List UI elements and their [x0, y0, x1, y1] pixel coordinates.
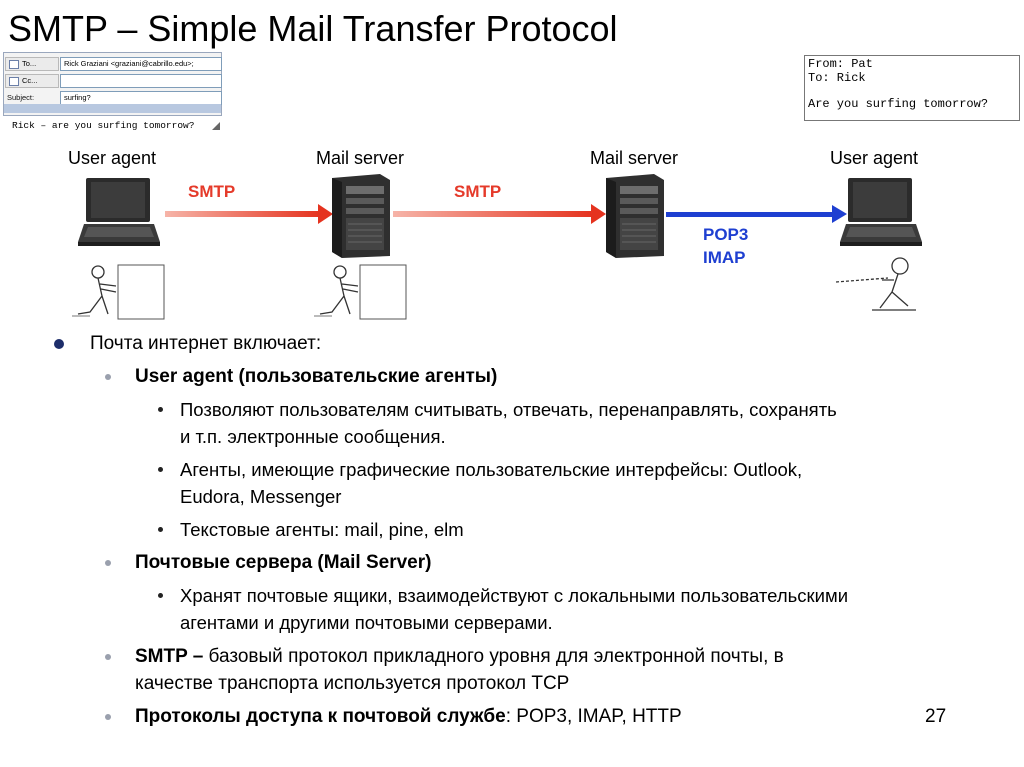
compose-body-text: Rick – are you surfing tomorrow?: [12, 120, 195, 131]
laptop-icon: [78, 178, 160, 246]
bullet-level2: [105, 374, 111, 380]
server-tower-icon: [606, 174, 664, 258]
node-label-user-agent-left: User agent: [68, 148, 157, 168]
bullet-ua-2-line1: Агенты, имеющие графические пользователь…: [180, 459, 803, 480]
bullet-ua-2-line2: Eudora, Messenger: [180, 486, 342, 507]
bullet-level3: [158, 467, 163, 472]
slide-title: SMTP – Simple Mail Transfer Protocol: [8, 8, 618, 49]
cc-label: Cc...: [22, 76, 38, 85]
link-label-pop3: POP3: [703, 225, 749, 244]
subject-value: surfing?: [64, 93, 91, 102]
address-book-icon: [9, 77, 19, 86]
bullet-level3: [158, 407, 163, 412]
node-label-user-agent-right: User agent: [830, 148, 919, 168]
server-tower-icon: [332, 174, 390, 258]
address-book-icon: [9, 60, 19, 69]
bullet-mail-server-heading: Почтовые сервера (Mail Server): [135, 552, 432, 573]
bullet-smtp-line1: SMTP – базовый протокол прикладного уров…: [135, 643, 784, 670]
page-number: 27: [925, 706, 947, 727]
mail-from-line: From: Pat: [808, 57, 873, 71]
bullet-access-rest: : POP3, IMAP, HTTP: [505, 706, 682, 727]
bullet-level3: [158, 593, 163, 598]
link-label-smtp-2: SMTP: [454, 182, 502, 201]
bullet-level2: [105, 560, 111, 566]
bullet-smtp-rest: базовый протокол прикладного уровня для …: [203, 646, 784, 667]
email-compose-window: To... Rick Graziani <graziani@cabrillo.e…: [3, 52, 222, 116]
laptop-icon: [840, 178, 922, 246]
scrollbar-corner-icon: [212, 122, 220, 130]
bullet-ua-1-line2: и т.п. электронные сообщения.: [180, 426, 446, 447]
person-pulling-rope-icon: [835, 257, 916, 311]
node-label-mail-server-right: Mail server: [590, 148, 679, 168]
compose-cc-row: Cc...: [4, 72, 222, 89]
bullet-level1: [54, 339, 64, 349]
person-pushing-mailbox-icon: [72, 264, 165, 320]
bullet-ua-3: Текстовые агенты: mail, pine, elm: [180, 519, 464, 540]
arrow-server-to-server: [393, 204, 606, 224]
link-label-smtp-1: SMTP: [188, 182, 236, 201]
mail-body-line: Are you surfing tomorrow?: [808, 97, 989, 111]
bullet-smtp-bold: SMTP –: [135, 646, 204, 667]
bullet-ua-1-line1: Позволяют пользователям считывать, отвеч…: [180, 399, 837, 420]
arrow-server-to-ua: [666, 205, 847, 223]
bullet-smtp-line2: качестве транспорта используется протоко…: [135, 673, 570, 694]
diagram-arrows: [165, 204, 847, 224]
cc-button[interactable]: Cc...: [5, 74, 59, 88]
text-mail-message: From: Pat To: Rick Are you surfing tomor…: [804, 55, 1020, 121]
compose-to-row: To... Rick Graziani <graziani@cabrillo.e…: [4, 55, 222, 72]
link-label-imap: IMAP: [703, 248, 746, 267]
bullet-ms-1-line1: Хранят почтовые ящики, взаимодействуют с…: [180, 585, 849, 606]
bullet-level3: [158, 527, 163, 532]
bullet-access-bold: Протоколы доступа к почтовой службе: [135, 706, 506, 727]
to-label: To...: [22, 59, 37, 68]
person-pushing-mailbox-icon: [314, 264, 407, 320]
to-button[interactable]: To...: [5, 57, 59, 71]
bullet-level2: [105, 654, 111, 660]
node-label-mail-server-left: Mail server: [316, 148, 405, 168]
cc-field[interactable]: [60, 74, 222, 88]
bullet-user-agent-heading: User agent (пользовательские агенты): [135, 366, 498, 387]
bullet-ms-1-line2: агентами и другими почтовыми серверами.: [180, 612, 553, 633]
bullet-access-protocols: Протоколы доступа к почтовой службе: POP…: [135, 703, 682, 730]
compose-body-divider: [4, 104, 221, 113]
bullet-internet-mail: Почта интернет включает:: [90, 333, 322, 354]
to-field[interactable]: Rick Graziani <graziani@cabrillo.edu>;: [60, 57, 222, 71]
mail-to-line: To: Rick: [808, 71, 866, 85]
arrow-ua-to-server: [165, 204, 333, 224]
subject-label: Subject:: [7, 93, 35, 102]
to-value: Rick Graziani <graziani@cabrillo.edu>;: [64, 59, 194, 68]
bullet-level2: [105, 714, 111, 720]
